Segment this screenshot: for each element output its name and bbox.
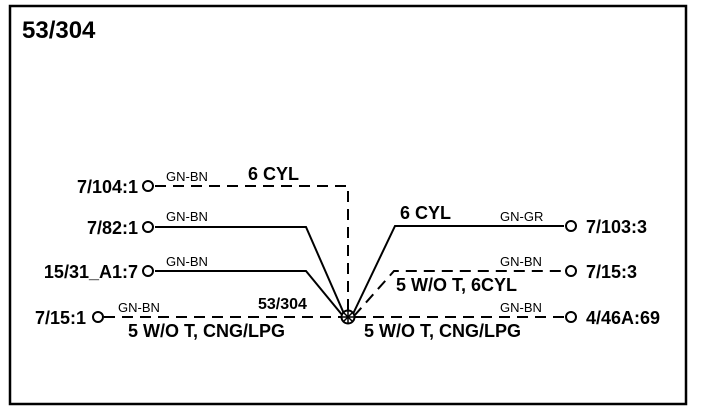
- variant-label-5wot-6cyl: 5 W/O T, 6CYL: [396, 275, 517, 295]
- wire-color-label-7-103-3: GN-GR: [500, 209, 543, 224]
- connector-pin-4-46a-69: [565, 311, 577, 323]
- terminal-label-7-15-3: 7/15:3: [586, 262, 637, 282]
- wire-15-31-a1-7: [155, 270, 344, 317]
- connector-pin-15-31-a1-7: [142, 265, 154, 277]
- wire-color-label-15-31-a1-7: GN-BN: [166, 254, 208, 269]
- connector-pin-7-103-3: [565, 220, 577, 232]
- wire-7-104-1: [155, 185, 349, 316]
- terminal-label-7-15-1: 7/15:1: [35, 308, 86, 328]
- wire-color-label-7-82-1: GN-BN: [166, 209, 208, 224]
- terminal-label-4-46a-69: 4/46A:69: [586, 308, 660, 328]
- connector-pin-7-15-3: [565, 265, 577, 277]
- variant-label-5wot-cng-left: 5 W/O T, CNG/LPG: [128, 321, 285, 341]
- wire-7-82-1: [155, 226, 346, 317]
- splice-node-icon: [340, 309, 356, 325]
- wire-7-103-3: [351, 225, 564, 317]
- splice-label: 53/304: [258, 296, 307, 313]
- diagram-frame: [8, 4, 688, 406]
- terminal-label-7-82-1: 7/82:1: [87, 218, 138, 238]
- terminal-label-15-31-a1-7: 15/31_A1:7: [44, 262, 138, 282]
- wire-color-label-7-15-1: GN-BN: [118, 300, 160, 315]
- terminal-label-7-103-3: 7/103:3: [586, 217, 647, 237]
- variant-label-6cyl-right: 6 CYL: [400, 203, 451, 223]
- connector-pin-7-82-1: [142, 221, 154, 233]
- variant-label-6cyl-left: 6 CYL: [248, 164, 299, 184]
- diagram-title: 53/304: [22, 17, 96, 44]
- connector-pin-7-104-1: [142, 180, 154, 192]
- wire-color-label-7-104-1: GN-BN: [166, 169, 208, 184]
- terminal-label-7-104-1: 7/104:1: [77, 177, 138, 197]
- wire-color-label-7-15-3: GN-BN: [500, 254, 542, 269]
- wire-color-label-4-46a-69: GN-BN: [500, 300, 542, 315]
- wire-7-15-3: [353, 270, 564, 317]
- variant-label-5wot-cng-right: 5 W/O T, CNG/LPG: [364, 321, 521, 341]
- connector-pin-7-15-1: [92, 311, 104, 323]
